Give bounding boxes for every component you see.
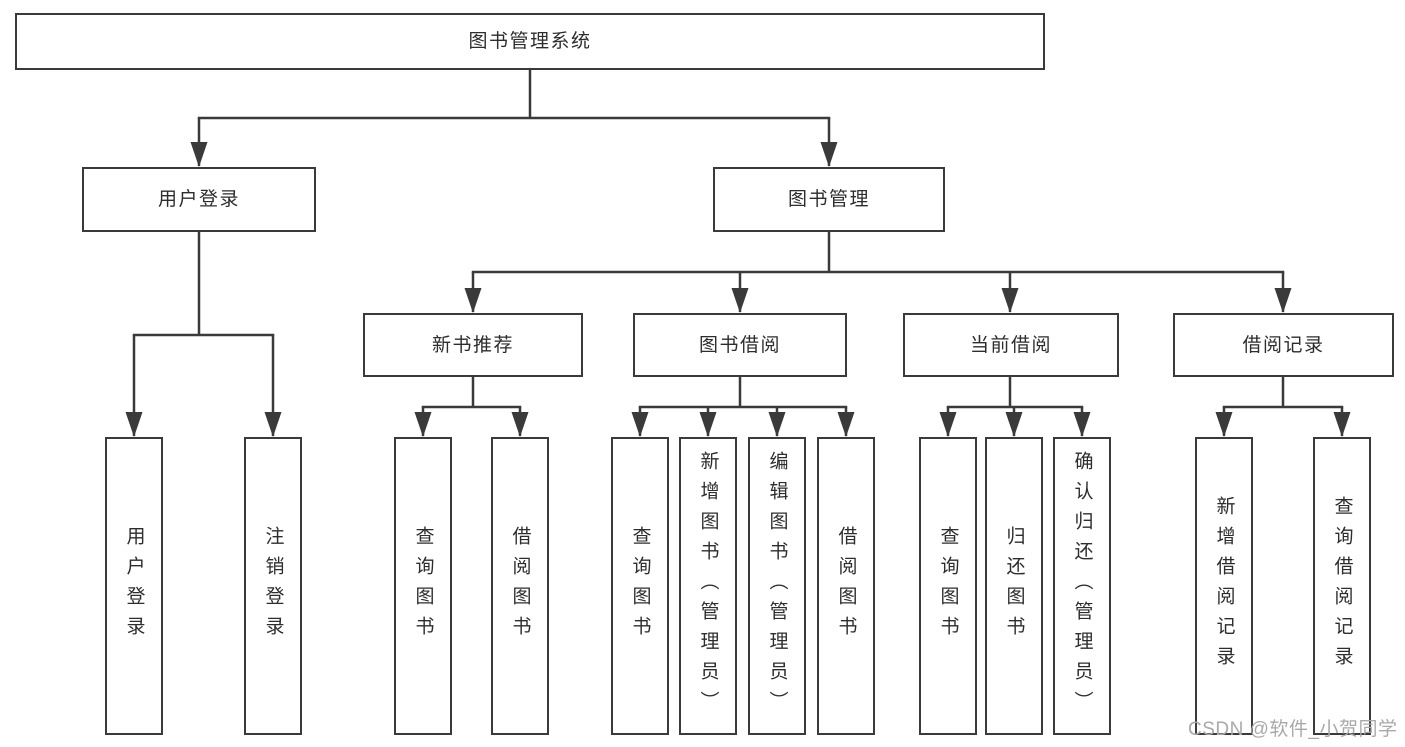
node-book-management-label: 图书管理 xyxy=(787,189,870,210)
node-current-borrowing: 当前借阅 xyxy=(903,313,1119,377)
leaf-query-books-current-label: 查询图书 xyxy=(937,526,959,646)
leaf-return-books: 归还图书 xyxy=(985,437,1043,735)
leaf-confirm-return-admin: 确认归还（管理员） xyxy=(1053,437,1111,735)
leaf-query-books-current: 查询图书 xyxy=(919,437,977,735)
leaf-edit-books-admin-label: 编辑图书（管理员） xyxy=(766,451,788,721)
leaf-logout: 注销登录 xyxy=(244,437,302,735)
leaf-edit-books-admin: 编辑图书（管理员） xyxy=(748,437,806,735)
node-user-login: 用户登录 xyxy=(82,167,316,232)
leaf-query-books-newbooks: 查询图书 xyxy=(394,437,452,735)
leaf-borrow-books: 借阅图书 xyxy=(817,437,875,735)
leaf-query-books-newbooks-label: 查询图书 xyxy=(412,526,434,646)
leaf-user-login: 用户登录 xyxy=(105,437,163,735)
leaf-add-borrow-record-label: 新增借阅记录 xyxy=(1213,496,1235,676)
leaf-query-books-borrowing: 查询图书 xyxy=(611,437,669,735)
node-borrowing-records: 借阅记录 xyxy=(1173,313,1394,377)
csdn-watermark: CSDN @软件_小贺同学 xyxy=(1188,719,1398,740)
leaf-logout-label: 注销登录 xyxy=(262,526,284,646)
leaf-confirm-return-admin-label: 确认归还（管理员） xyxy=(1071,451,1093,721)
node-book-borrowing-label: 图书借阅 xyxy=(698,334,781,356)
node-library-management-system: 图书管理系统 xyxy=(15,13,1045,70)
leaf-query-borrow-record-label: 查询借阅记录 xyxy=(1331,496,1353,676)
node-current-borrowing-label: 当前借阅 xyxy=(969,334,1052,356)
leaf-add-books-admin-label: 新增图书（管理员） xyxy=(697,451,719,721)
node-book-management: 图书管理 xyxy=(713,167,945,232)
node-borrowing-records-label: 借阅记录 xyxy=(1242,334,1325,356)
leaf-user-login-label: 用户登录 xyxy=(123,526,145,646)
node-book-borrowing: 图书借阅 xyxy=(633,313,847,377)
leaf-query-books-borrowing-label: 查询图书 xyxy=(629,526,651,646)
leaf-borrow-books-newbooks-label: 借阅图书 xyxy=(509,526,531,646)
leaf-borrow-books-newbooks: 借阅图书 xyxy=(491,437,549,735)
leaf-return-books-label: 归还图书 xyxy=(1003,526,1025,646)
leaf-add-books-admin: 新增图书（管理员） xyxy=(679,437,737,735)
node-user-login-label: 用户登录 xyxy=(157,189,240,210)
leaf-add-borrow-record: 新增借阅记录 xyxy=(1195,437,1253,735)
leaf-query-borrow-record: 查询借阅记录 xyxy=(1313,437,1371,735)
node-library-management-system-label: 图书管理系统 xyxy=(468,31,592,52)
node-new-book-recommend-label: 新书推荐 xyxy=(431,334,514,356)
node-new-book-recommend: 新书推荐 xyxy=(363,313,583,377)
leaf-borrow-books-label: 借阅图书 xyxy=(835,526,857,646)
